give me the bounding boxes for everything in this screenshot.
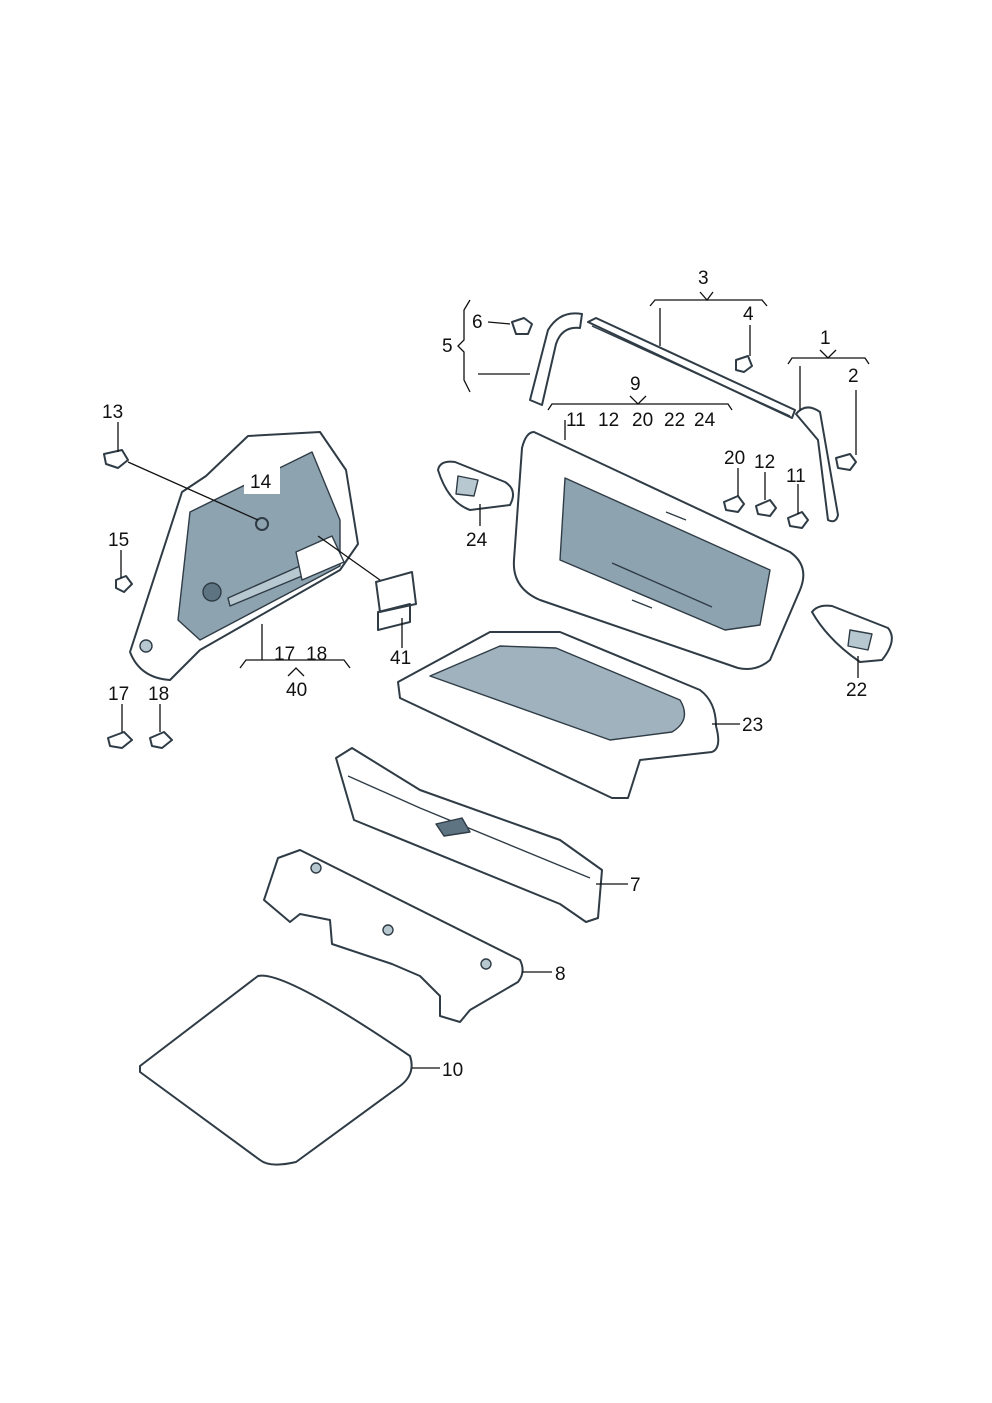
label-9: 9	[630, 374, 641, 395]
part-41-clip	[375, 571, 417, 631]
part-10-floor-mat	[139, 974, 413, 1166]
label-8: 8	[555, 964, 566, 985]
label-9-sub-12: 12	[598, 410, 619, 431]
label-17-lower: 17	[108, 684, 129, 705]
callout-leaders	[117, 291, 870, 1069]
part-24-trim-piece	[437, 460, 515, 511]
label-2: 2	[848, 366, 859, 387]
label-41: 41	[390, 648, 411, 669]
part-9-tailgate-panel	[512, 431, 805, 670]
part-3-trim-strip	[587, 317, 796, 419]
label-1: 1	[820, 328, 831, 349]
fastener-17	[107, 731, 133, 749]
label-23: 23	[742, 715, 763, 736]
fastener-20	[723, 495, 745, 513]
part-7-sill-panel	[335, 747, 603, 923]
part-40-side-trim-panel	[129, 431, 359, 681]
label-5: 5	[442, 336, 453, 357]
part-2-clip	[835, 453, 857, 471]
label-14: 14	[250, 472, 272, 493]
label-4: 4	[743, 304, 754, 325]
part-22-trim-piece	[811, 604, 893, 663]
part-1-side-trim	[795, 406, 839, 523]
label-3: 3	[698, 268, 709, 289]
label-18-lower: 18	[148, 684, 169, 705]
assembly-guide-lines	[127, 461, 381, 581]
label-18-upper: 18	[306, 644, 327, 665]
part-4-clip	[735, 355, 753, 373]
label-17-upper: 17	[274, 644, 295, 665]
label-9-sub-20: 20	[632, 410, 653, 431]
part-23-parcel-shelf	[397, 631, 720, 799]
label-6: 6	[472, 312, 483, 333]
label-11: 11	[786, 466, 806, 487]
label-9-sub-22: 22	[664, 410, 685, 431]
label-9-sub-11: 11	[566, 410, 586, 431]
label-15: 15	[108, 530, 129, 551]
fastener-18	[149, 731, 173, 749]
part-6-clip	[511, 317, 533, 335]
fastener-12	[755, 499, 777, 517]
label-40: 40	[286, 680, 307, 701]
fastener-11	[787, 511, 809, 529]
fastener-15	[115, 575, 133, 593]
callout-labels: 3 4 6 5 1 2 9 11 12 20 22 24 13 14 20 12…	[102, 268, 867, 1081]
label-24: 24	[466, 530, 488, 551]
fastener-13	[103, 449, 129, 469]
label-13: 13	[102, 402, 123, 423]
part-5-corner-trim	[529, 312, 583, 406]
label-12: 12	[754, 452, 775, 473]
label-20: 20	[724, 448, 745, 469]
fastener-14	[255, 517, 269, 531]
label-7: 7	[630, 875, 641, 896]
part-8-sill-cover	[263, 849, 524, 1023]
label-9-sub-24: 24	[694, 410, 716, 431]
label-14-background	[244, 466, 280, 494]
label-10: 10	[442, 1060, 463, 1081]
label-22: 22	[846, 680, 867, 701]
